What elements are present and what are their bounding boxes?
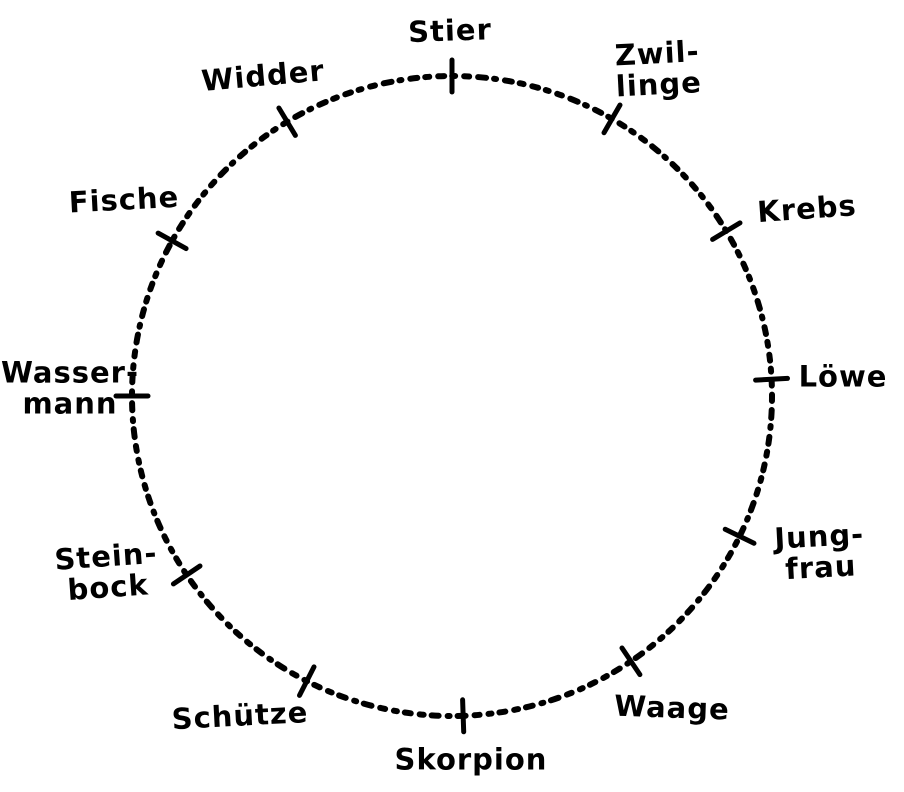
sign-label-wassermann: Wasser- mann: [0, 355, 140, 420]
sign-label-schuetze: Schütze: [170, 695, 310, 737]
tick-waage: [619, 645, 643, 678]
tick-steinbock: [170, 563, 203, 587]
tick-fische: [155, 230, 189, 252]
sign-label-zwillinge: Zwil- linge: [613, 34, 703, 104]
tick-zwillinge: [601, 102, 623, 136]
tick-jungfrau: [722, 526, 757, 546]
sign-label-loewe: Löwe: [798, 359, 888, 394]
tick-widder: [276, 105, 298, 138]
tick-loewe: [753, 375, 790, 383]
tick-schuetze: [297, 664, 317, 698]
sign-label-steinbock: Stein- bock: [53, 535, 159, 607]
sign-label-fische: Fische: [67, 179, 181, 220]
tick-skorpion: [460, 697, 467, 735]
sign-label-skorpion: Skorpion: [394, 742, 548, 777]
sign-label-stier: Stier: [407, 12, 493, 50]
sign-label-waage: Waage: [613, 688, 731, 727]
sign-label-jungfrau: Jung- frau: [773, 516, 865, 586]
tick-krebs: [710, 220, 743, 242]
sign-label-krebs: Krebs: [756, 188, 858, 230]
dotted-circle: [129, 73, 775, 719]
